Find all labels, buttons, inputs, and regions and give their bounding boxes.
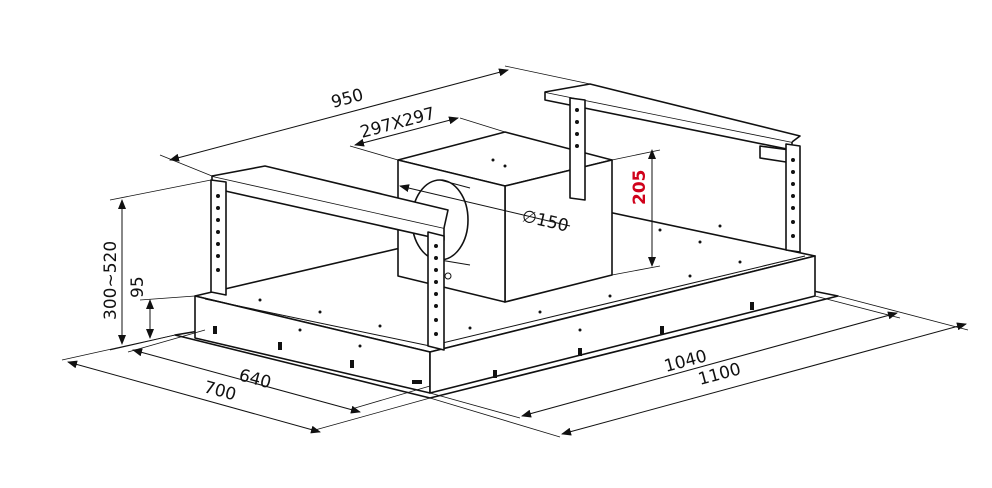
bracket-rear [544, 83, 801, 253]
label-297x297: 297X297 [358, 104, 437, 143]
bracket-holes [216, 194, 438, 336]
label-205: 205 [630, 170, 650, 206]
bracket-front [210, 165, 449, 351]
label-640: 640 [237, 366, 274, 394]
label-95: 95 [128, 276, 148, 298]
rear-bracket-holes [575, 108, 795, 238]
label-950: 950 [329, 85, 366, 113]
label-300-520: 300~520 [101, 241, 121, 320]
dimension-lines [61, 65, 969, 438]
